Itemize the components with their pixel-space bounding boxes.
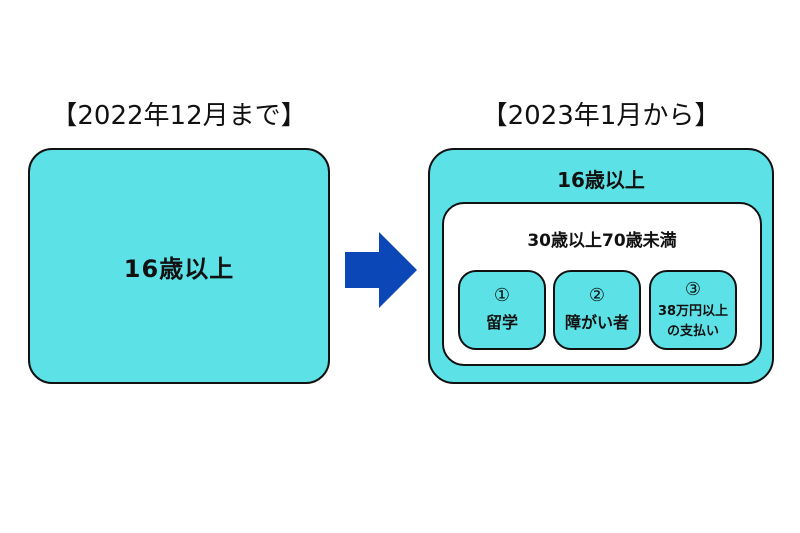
right-arrow-icon: [345, 232, 417, 308]
condition-text-line1: 38万円以上: [657, 304, 729, 319]
before-age-label: 16歳以上: [123, 254, 235, 283]
condition-disability: ② 障がい者: [553, 270, 641, 350]
condition-text: 留学: [485, 313, 518, 332]
condition-text-line2: の支払い: [666, 324, 719, 339]
condition-study-abroad: ① 留学: [458, 270, 546, 350]
condition-number: ①: [493, 285, 511, 306]
after-age-label: 16歳以上: [557, 168, 645, 192]
heading-before: 【2022年12月まで】: [51, 101, 307, 131]
exception-box: 30歳以上70歳未満 ① 留学 ② 障がい者 ③ 38万円以上 の支払い: [442, 202, 762, 366]
after-box: 16歳以上 30歳以上70歳未満 ① 留学 ② 障がい者 ③ 38万円以上 の支…: [428, 148, 774, 384]
exception-age-label: 30歳以上70歳未満: [527, 231, 677, 251]
heading-after: 【2023年1月から】: [481, 101, 721, 131]
condition-number: ③: [684, 279, 702, 300]
condition-text: 障がい者: [564, 313, 629, 332]
condition-payment: ③ 38万円以上 の支払い: [649, 270, 737, 350]
before-box: 16歳以上: [28, 148, 330, 384]
condition-number: ②: [588, 285, 606, 306]
